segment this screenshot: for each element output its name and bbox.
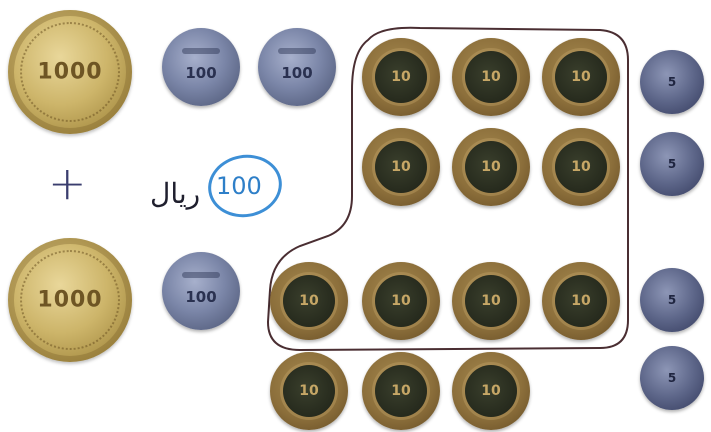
coin-1000-top: 1000	[8, 10, 132, 134]
coin-face-value: 5	[667, 293, 677, 307]
coin-face-value: 100	[185, 288, 217, 307]
coin-5: 5	[640, 50, 704, 114]
coin-face-value: 10	[571, 293, 591, 309]
handwritten-rial-word: ریال	[150, 177, 201, 210]
coin-face-value: 10	[391, 159, 411, 175]
coin-center	[555, 51, 607, 103]
coin-face-value: 10	[571, 69, 591, 85]
coin-face-value: 100	[185, 64, 217, 83]
coin-10: 10	[362, 38, 440, 116]
coin-100: 100	[162, 28, 240, 106]
coin-10: 10	[542, 38, 620, 116]
coin-inscription	[182, 48, 220, 55]
coin-10: 10	[542, 128, 620, 206]
coin-face-value: 10	[571, 159, 591, 175]
coin-100: 100	[162, 252, 240, 330]
coin-face-value: 10	[299, 383, 319, 399]
coin-10: 10	[452, 262, 530, 340]
coin-face-value: 5	[667, 157, 677, 171]
coin-face-value: 10	[481, 293, 501, 309]
coin-center	[283, 275, 335, 327]
coin-face-value: 10	[391, 69, 411, 85]
coin-center	[555, 275, 607, 327]
coin-center	[465, 51, 517, 103]
coin-10: 10	[452, 128, 530, 206]
coin-center	[465, 275, 517, 327]
coin-inscription	[278, 48, 316, 55]
coin-100: 100	[258, 28, 336, 106]
coin-face-value: 10	[481, 383, 501, 399]
coin-face-value: 5	[667, 371, 677, 385]
coin-10: 10	[270, 262, 348, 340]
coin-center	[283, 365, 335, 417]
coin-center	[375, 365, 427, 417]
coin-10: 10	[362, 352, 440, 430]
coin-center	[465, 365, 517, 417]
coin-1000-bottom: 1000	[8, 238, 132, 362]
coin-rim-decoration	[20, 250, 120, 350]
coin-face-value: 10	[391, 383, 411, 399]
handwritten-number: 100	[216, 172, 262, 200]
coin-center	[375, 275, 427, 327]
coin-10: 10	[452, 352, 530, 430]
coin-center	[375, 141, 427, 193]
coin-face-value: 10	[481, 69, 501, 85]
coin-face-value: 10	[391, 293, 411, 309]
plus-sign: +	[48, 156, 87, 210]
coin-face-value: 5	[667, 75, 677, 89]
coin-10: 10	[362, 262, 440, 340]
coin-face-value: 10	[481, 159, 501, 175]
coin-10: 10	[270, 352, 348, 430]
coin-face-value: 1000	[37, 59, 103, 85]
coin-5: 5	[640, 132, 704, 196]
coin-10: 10	[362, 128, 440, 206]
coin-5: 5	[640, 346, 704, 410]
coin-center	[465, 141, 517, 193]
coin-center	[555, 141, 607, 193]
coin-face-value: 10	[299, 293, 319, 309]
coin-rim-decoration	[20, 22, 120, 122]
coin-10: 10	[542, 262, 620, 340]
coin-center	[375, 51, 427, 103]
coin-10: 10	[452, 38, 530, 116]
coin-5: 5	[640, 268, 704, 332]
coin-inscription	[182, 272, 220, 279]
coin-face-value: 1000	[37, 287, 103, 313]
coin-face-value: 100	[281, 64, 313, 83]
